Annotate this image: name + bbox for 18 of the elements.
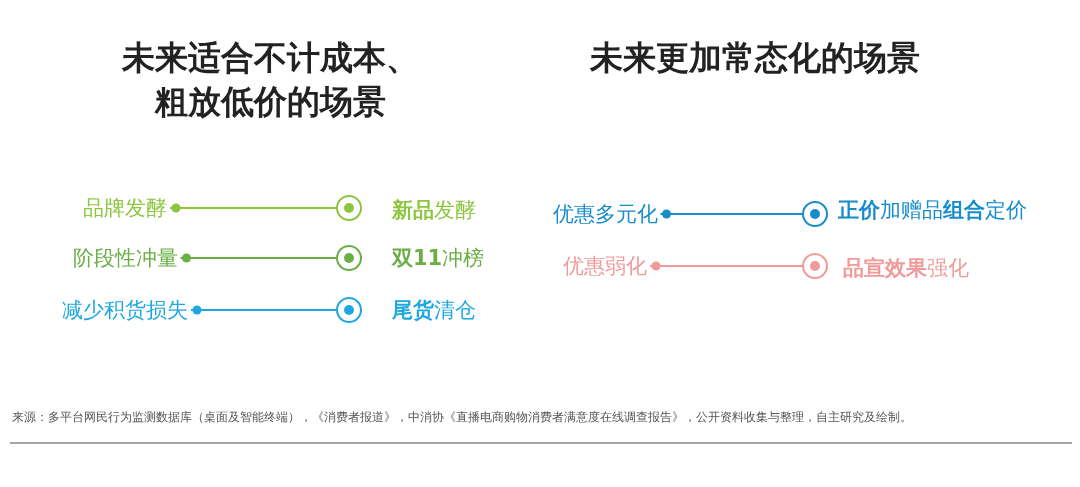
connector-line [190,297,363,323]
source-note: 来源：多平台网民行为监测数据库（桌面及智能终端），《消费者报道》，中消协《直播电商购物消费者满意度在线调查报告》，公开资料收集与整理，自主研究及绘制。 [12,410,913,425]
connector-line [169,195,363,221]
phrase-text: 正价加赠品组合定价 [828,195,1078,225]
section-heading: 未来适合不计成本、粗放低价的场景 [120,37,420,123]
phrase-text: 品牌发酵 [83,193,167,223]
phrase-text: 阶段性冲量 [72,243,178,273]
phrase-text: 优惠弱化 [563,251,647,281]
phrase-text: 优惠多元化 [552,199,658,229]
connector-line [659,201,829,227]
connector-line [179,245,363,271]
phrase-text: 新品发酵 [362,195,522,225]
section-heading: 未来更加常态化的场景 [589,37,921,79]
phrase-text: 减少积货损失 [62,295,188,325]
phrase-text: 品宣效果强化 [828,253,1028,283]
phrase-text: 尾货清仓 [362,295,522,325]
phrase-text: 双11冲榜 [362,243,522,273]
connector-line [649,253,829,279]
